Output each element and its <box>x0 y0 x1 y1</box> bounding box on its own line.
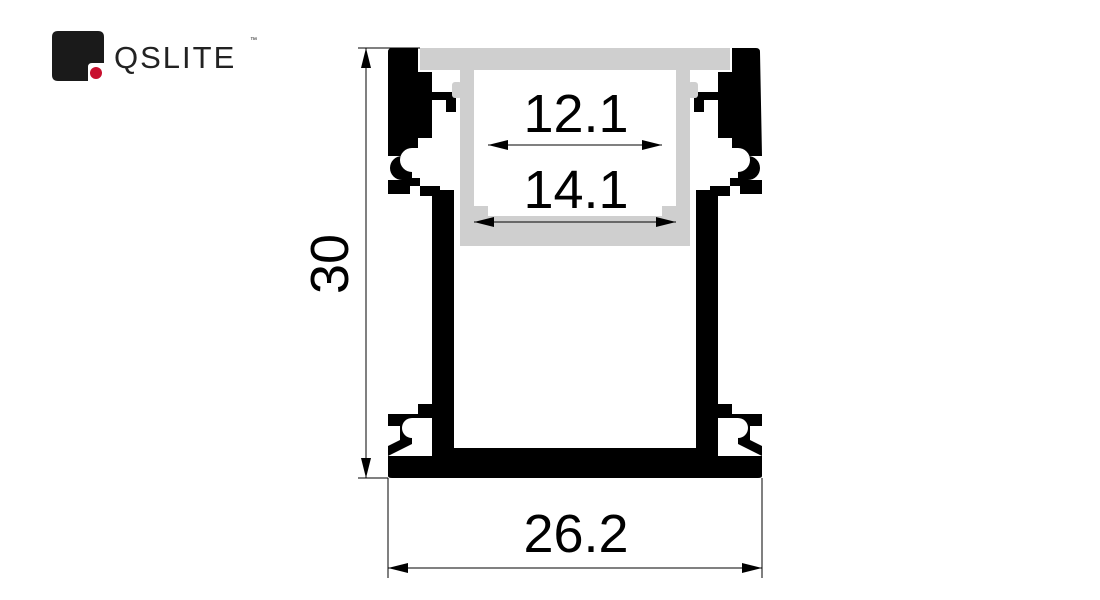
width-dimension <box>387 478 763 578</box>
aluminium-profile <box>388 48 762 478</box>
profile-inner-left-wall <box>432 190 454 456</box>
diffuser-channel <box>460 70 690 246</box>
logo-dot-icon <box>90 67 102 79</box>
height-dimension <box>358 47 420 479</box>
profile-right-wall <box>704 48 762 456</box>
profile-base-inner <box>432 448 718 460</box>
profile-inner-right-wall <box>696 190 718 456</box>
diffuser-left-clip <box>452 82 462 98</box>
logo-mark-icon <box>52 31 104 81</box>
diffuser-right-clip <box>688 82 698 98</box>
inner-bottom-label: 14.1 <box>523 160 628 220</box>
brand-logo: QSLITE ™ <box>52 31 257 81</box>
brand-trademark: ™ <box>250 37 257 44</box>
profile-left-wall <box>388 48 446 456</box>
brand-name: QSLITE <box>114 40 236 75</box>
profile-left-lip <box>446 92 456 112</box>
profile-base <box>388 456 762 478</box>
diffuser-top-cover <box>420 48 730 70</box>
height-label: 30 <box>300 234 360 294</box>
width-label: 26.2 <box>523 504 628 564</box>
diffuser <box>420 48 730 246</box>
inner-top-label: 12.1 <box>523 84 628 144</box>
profile-right-lip <box>694 92 704 112</box>
